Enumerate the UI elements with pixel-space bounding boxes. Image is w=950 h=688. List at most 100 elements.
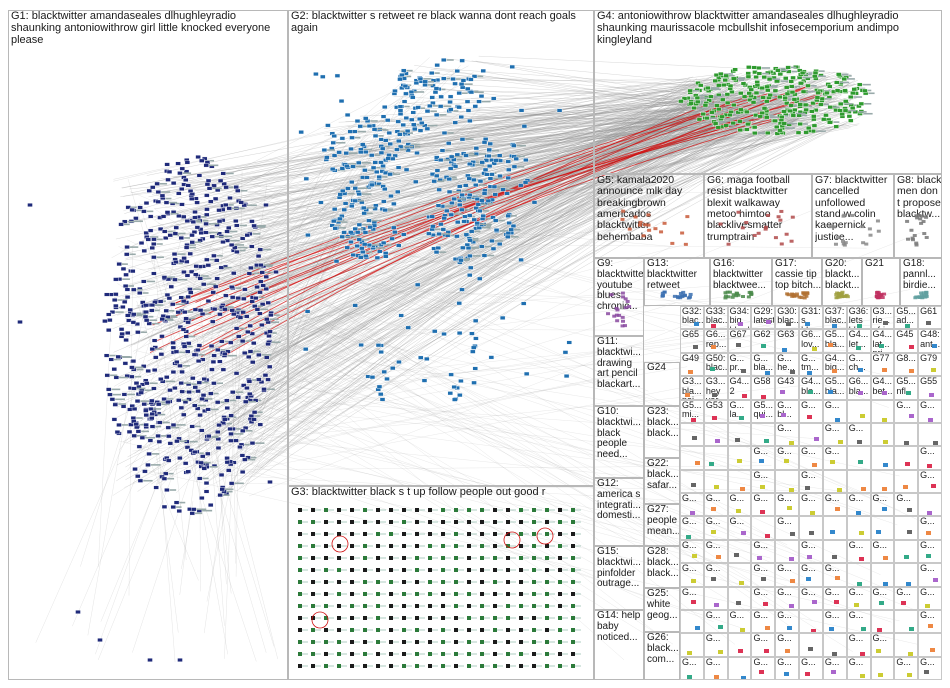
small-group-cell[interactable]: G...: [799, 563, 823, 587]
small-group-node[interactable]: [783, 459, 789, 464]
small-group-cell[interactable]: G...: [751, 446, 776, 470]
small-group-node[interactable]: [883, 440, 889, 445]
small-group-cell[interactable]: G5... bla...: [822, 376, 847, 400]
small-group-node[interactable]: [857, 323, 863, 328]
small-group-node[interactable]: [908, 369, 914, 374]
small-group-node[interactable]: [828, 390, 834, 395]
small-group-cell[interactable]: G61: [918, 306, 942, 330]
small-group-cell[interactable]: G...: [751, 469, 776, 493]
small-group-node[interactable]: [685, 535, 691, 539]
group-g17-cell[interactable]: G17: cassie tip top bitch...: [772, 258, 822, 306]
small-group-node[interactable]: [765, 370, 771, 375]
small-group-node[interactable]: [831, 652, 837, 656]
small-group-node[interactable]: [740, 627, 746, 632]
small-group-cell[interactable]: G...: [822, 586, 847, 610]
group-g3-cell[interactable]: G3: blacktwitter black s t up follow peo…: [288, 486, 594, 680]
small-group-node[interactable]: [882, 556, 888, 561]
small-group-cell[interactable]: G6... lov...: [799, 329, 823, 353]
small-group-node[interactable]: [763, 602, 769, 607]
small-group-node[interactable]: [737, 459, 743, 464]
group-g18-cell[interactable]: G18: pannl... birdie...: [900, 258, 942, 306]
small-group-node[interactable]: [758, 459, 764, 464]
small-group-cell[interactable]: [918, 422, 942, 447]
small-group-node[interactable]: [715, 439, 721, 444]
small-group-cell[interactable]: G...: [894, 399, 919, 423]
small-group-cell[interactable]: G...: [775, 586, 800, 610]
small-group-cell[interactable]: G...: [918, 446, 942, 470]
small-group-node[interactable]: [834, 576, 840, 581]
small-group-node[interactable]: [735, 438, 741, 443]
small-group-cell[interactable]: G...: [918, 609, 942, 634]
small-group-node[interactable]: [837, 439, 843, 444]
small-group-cell[interactable]: G...: [751, 539, 776, 564]
small-group-node[interactable]: [691, 436, 697, 441]
group-g23-cell[interactable]: G23: black... black...: [644, 406, 680, 458]
small-group-cell[interactable]: [918, 633, 942, 657]
small-group-node[interactable]: [883, 320, 889, 325]
small-group-node[interactable]: [711, 506, 717, 511]
small-group-node[interactable]: [930, 483, 936, 488]
small-group-node[interactable]: [828, 342, 834, 347]
small-group-cell[interactable]: G...: [703, 633, 728, 657]
group-g25-cell[interactable]: G25: white geog...: [644, 588, 680, 632]
small-group-node[interactable]: [831, 670, 836, 675]
group-g27-cell[interactable]: G27: people mean...: [644, 504, 680, 546]
small-group-node[interactable]: [932, 440, 938, 445]
small-group-cell[interactable]: [799, 609, 823, 634]
small-group-cell[interactable]: [822, 539, 847, 564]
small-group-node[interactable]: [903, 555, 909, 560]
small-group-cell[interactable]: [727, 633, 752, 657]
small-group-cell[interactable]: G...: [727, 609, 752, 634]
small-group-node[interactable]: [737, 322, 743, 327]
small-group-cell[interactable]: G...: [822, 563, 847, 587]
small-group-cell[interactable]: G...: [703, 493, 728, 517]
small-group-cell[interactable]: [680, 633, 704, 657]
small-group-cell[interactable]: G5... bla...: [822, 329, 847, 353]
small-group-cell[interactable]: G43: [775, 376, 800, 400]
small-group-node[interactable]: [714, 675, 720, 679]
small-group-node[interactable]: [926, 510, 932, 515]
group-g24-cell[interactable]: G24: [644, 362, 680, 406]
small-group-cell[interactable]: G5... ad...: [894, 306, 919, 330]
small-group-cell[interactable]: [870, 516, 895, 540]
small-group-cell[interactable]: [727, 539, 752, 564]
small-group-node[interactable]: [926, 531, 932, 536]
small-group-node[interactable]: [788, 488, 794, 492]
small-group-cell[interactable]: G...: [751, 633, 776, 657]
small-group-cell[interactable]: [846, 446, 871, 470]
small-group-node[interactable]: [804, 321, 810, 326]
small-group-node[interactable]: [804, 671, 810, 676]
small-group-node[interactable]: [686, 675, 692, 679]
small-group-cell[interactable]: G...: [918, 586, 942, 610]
small-group-node[interactable]: [830, 530, 836, 535]
small-group-node[interactable]: [789, 579, 795, 584]
group-g10-cell[interactable]: G10: blacktwi... black people need...: [594, 406, 644, 478]
small-group-node[interactable]: [740, 487, 746, 492]
small-group-cell[interactable]: [799, 633, 823, 657]
small-group-cell[interactable]: G3... rie... afri...: [870, 306, 895, 330]
small-group-cell[interactable]: G...: [799, 586, 823, 610]
small-group-cell[interactable]: [894, 446, 919, 470]
small-group-cell[interactable]: G3... bla... noi...: [680, 376, 704, 400]
small-group-cell[interactable]: G5... nfl: [894, 376, 919, 400]
small-group-node[interactable]: [694, 461, 700, 466]
group-g7-cell[interactable]: G7: blacktwitter cancelled unfollowed st…: [812, 174, 894, 258]
small-group-cell[interactable]: [680, 446, 704, 470]
small-group-node[interactable]: [813, 436, 819, 441]
small-group-node[interactable]: [907, 507, 913, 512]
small-group-node[interactable]: [685, 392, 691, 397]
small-group-cell[interactable]: G...: [775, 563, 800, 587]
small-group-node[interactable]: [856, 346, 862, 351]
small-group-node[interactable]: [858, 557, 864, 562]
small-group-node[interactable]: [875, 648, 881, 653]
group-g8-cell[interactable]: G8: black men don t propose blacktw...: [894, 174, 942, 258]
small-group-cell[interactable]: G...: [727, 516, 752, 540]
small-group-cell[interactable]: G58: [751, 376, 776, 400]
small-group-cell[interactable]: [822, 516, 847, 540]
small-group-cell[interactable]: G...: [846, 422, 871, 447]
small-group-node[interactable]: [690, 578, 696, 583]
small-group-cell[interactable]: G...: [918, 516, 942, 540]
small-group-cell[interactable]: G...: [846, 633, 871, 657]
small-group-node[interactable]: [924, 604, 930, 609]
small-group-cell[interactable]: [918, 493, 942, 517]
